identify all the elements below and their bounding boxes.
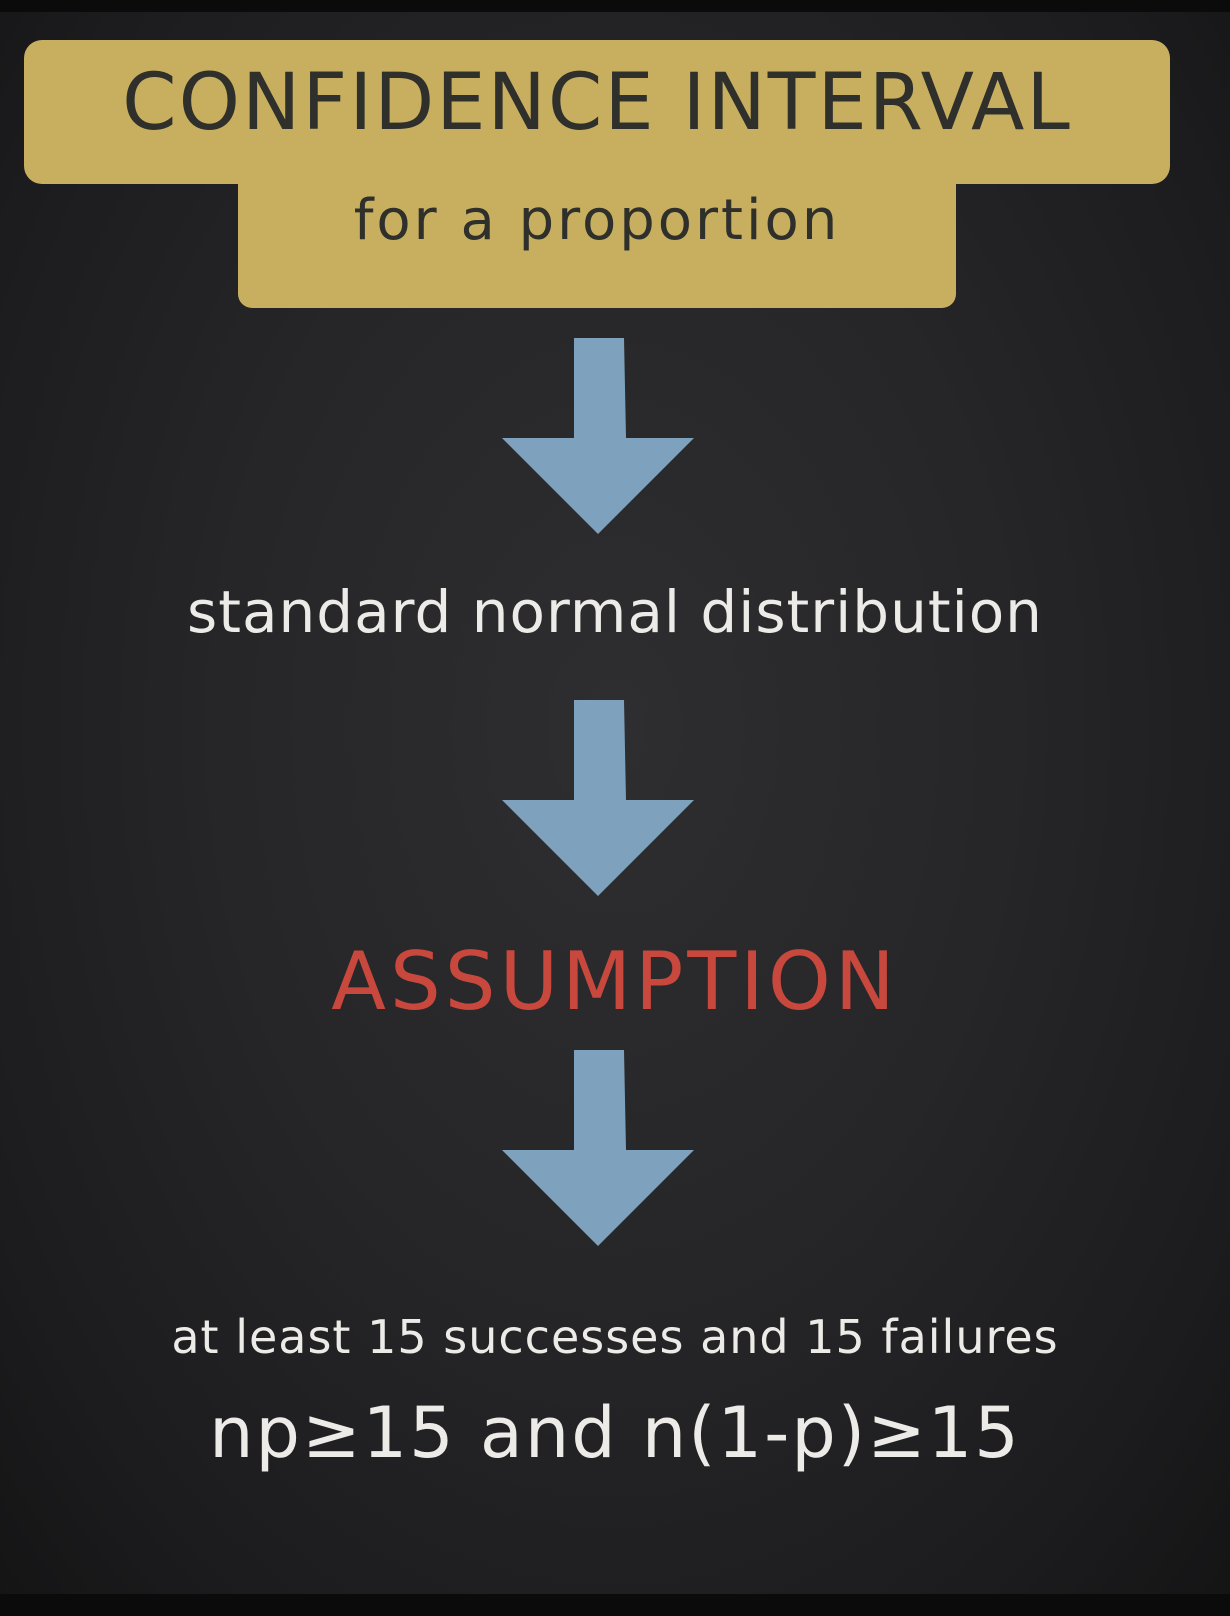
title-text: CONFIDENCE INTERVAL (122, 58, 1072, 148)
subtitle-text: for a proportion (353, 188, 841, 253)
down-arrow-icon (502, 700, 694, 896)
title-box-sub (238, 150, 956, 308)
bottom-letterbox (0, 1594, 1230, 1616)
condition-text: at least 15 successes and 15 failures (171, 1310, 1059, 1364)
down-arrow-icon (502, 338, 694, 534)
down-arrow-icon (502, 1050, 694, 1246)
formula-text: np≥15 and n(1-p)≥15 (209, 1392, 1021, 1474)
assumption-heading: ASSUMPTION (331, 935, 899, 1028)
distribution-text: standard normal distribution (187, 578, 1043, 646)
top-letterbox (0, 0, 1230, 12)
